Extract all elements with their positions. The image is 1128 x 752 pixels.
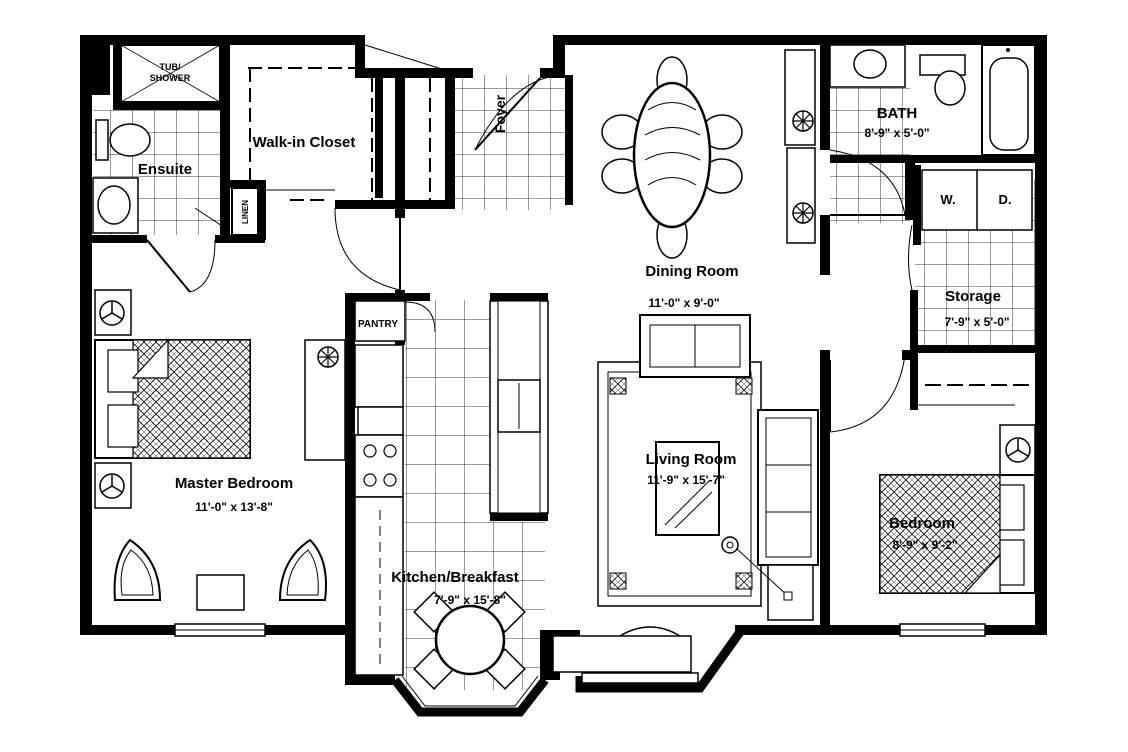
windows [174,623,986,717]
lamp-icons [94,289,1036,509]
chair-icons [113,538,327,611]
stove-icon [354,434,404,498]
bath-label: BATH [877,105,918,122]
table-icon [655,441,720,536]
table-icon [434,604,506,676]
room-labels: Walk-in Closet Foyer Ensuite BATH 8'-9" … [138,94,1010,607]
door-swing-icons [146,44,913,433]
bedroom-closet [918,353,1035,408]
toilet-icon [919,54,966,76]
bed-icon [94,338,251,459]
living-room-size: 11'-9" x 15'-7" [647,473,725,487]
dining-table [601,56,743,259]
living-furniture [552,314,819,673]
storage-label: Storage [945,288,1001,305]
bedroom-label: Bedroom [889,515,955,532]
master-bedroom-label: Master Bedroom [175,475,293,492]
foyer-label: Foyer [492,94,508,133]
tub-shower: TUB/SHOWER [120,44,221,103]
table-icon [196,574,245,611]
linen-label: LINEN [241,200,250,224]
dining-room-label: Dining Room [645,263,738,280]
cabinet [784,49,816,146]
fan-icon [304,339,346,461]
dining-room-size: 11'-0" x 9'-0" [648,296,719,310]
closet-rods [230,45,431,201]
washer-label: W. [940,192,955,207]
toilet-icon [95,119,109,161]
living-room-label: Living Room [646,451,737,468]
bath-size: 8'-9" x 5'-0" [864,126,929,140]
breakfast-table [413,591,526,690]
storage-size: 7'-9" x 5'-0" [944,315,1009,329]
walk-in-closet-label: Walk-in Closet [253,134,356,151]
pantry-label: PANTRY [358,319,398,330]
tub-shower-label: TUB/SHOWER [150,62,191,83]
fan-icons [304,110,814,461]
dryer-label: D. [999,192,1012,207]
ensuite-fixtures [92,119,151,234]
master-bedroom-size: 11'-0" x 13'-8" [195,500,273,514]
ensuite-label: Ensuite [138,161,192,178]
fan-icon [792,110,814,132]
washer-dryer: W. D. [921,169,1033,231]
bath-fixtures [829,44,1036,156]
kitchen-counters: PANTRY [354,300,549,676]
cabinet [786,147,816,244]
fan-icon [792,202,814,224]
bed-icon [879,474,1036,594]
kitchen-label: Kitchen/Breakfast [391,569,519,586]
kitchen-size: 7'-9" x 15'-8" [434,593,506,607]
linen-closet [231,187,259,236]
bedroom-size: 8'-9" x 9'-2" [892,538,957,552]
